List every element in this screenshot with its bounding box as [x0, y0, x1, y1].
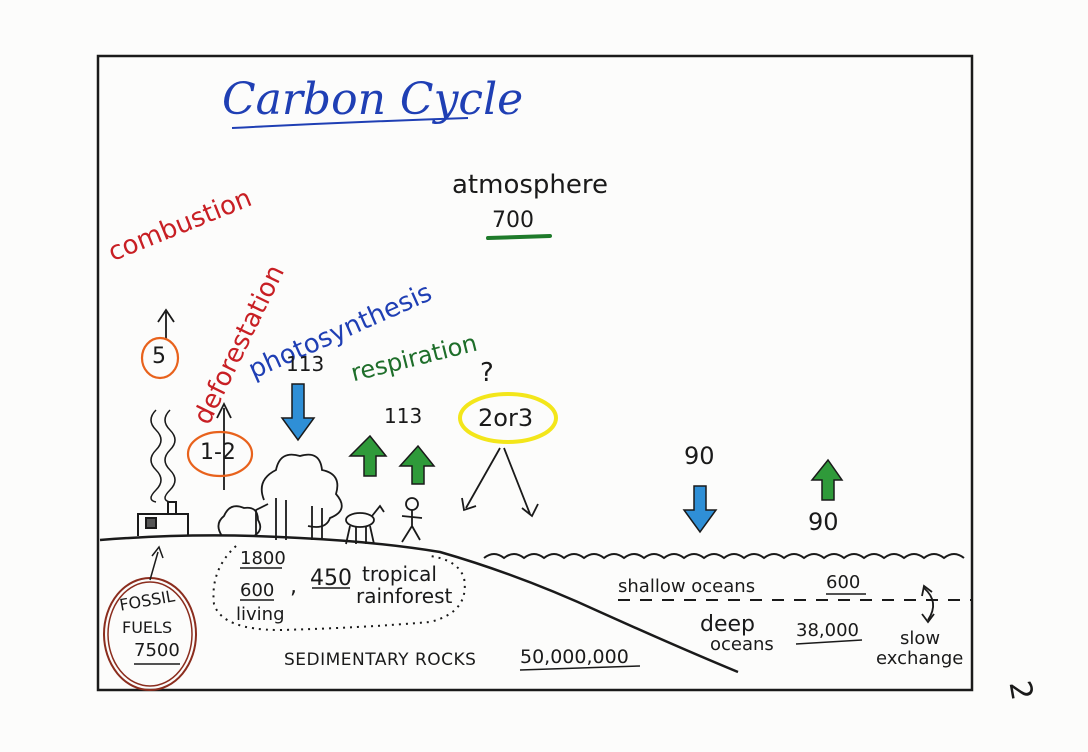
- fork-head-right: [521, 503, 539, 518]
- combustion-value: 5: [152, 344, 166, 369]
- fossil-arrow-head: [151, 545, 164, 559]
- slow-exchange-head-top: [921, 584, 933, 597]
- slow-exchange-label-2: exchange: [876, 648, 964, 669]
- ocean-exchange-value-circle: [458, 392, 558, 444]
- slow-exchange-label-1: slow: [900, 628, 941, 649]
- atmosphere-value: 700: [492, 208, 534, 233]
- underline-38000: [795, 639, 863, 645]
- unknown-flux-mark: ?: [480, 358, 494, 388]
- deep-oceans-label-2: oceans: [710, 634, 774, 655]
- person-icon: [401, 497, 423, 543]
- ocean-release-arrow: [810, 458, 844, 501]
- smoke-squiggle-1: [150, 409, 162, 503]
- fossil-fuels-circle-inner: [107, 581, 193, 687]
- ocean-exchange-fork: [465, 447, 531, 515]
- combustion-value-circle: [140, 336, 180, 380]
- smoke-squiggle-2: [164, 409, 176, 503]
- animal-icon: [345, 504, 385, 545]
- land-living-value: 600: [240, 580, 275, 601]
- rainforest-label-2: rainforest: [356, 584, 453, 608]
- land-total-value: 1800: [240, 548, 286, 569]
- ocean-surface: [483, 553, 965, 560]
- land-surface: [99, 534, 739, 674]
- rainforest-label-1: tropical: [362, 562, 437, 586]
- photosynthesis-arrow: [280, 383, 316, 442]
- sedimentary-rocks-value: 50,000,000: [520, 646, 629, 668]
- fossil-fuels-line-2: FUELS: [122, 618, 173, 637]
- factory-icon: [137, 501, 189, 536]
- atmosphere-label: atmosphere: [452, 170, 608, 200]
- land-separator: ,: [290, 574, 297, 599]
- ocean-release-value: 90: [808, 508, 839, 536]
- land-reservoir-boundary: [212, 545, 466, 632]
- title-underline: [231, 117, 469, 129]
- deep-oceans-value: 38,000: [796, 620, 859, 641]
- fossil-to-house-arrow: [149, 551, 159, 581]
- ocean-uptake-value: 90: [684, 442, 715, 470]
- shallow-oceans-value: 600: [826, 572, 861, 593]
- fork-head-left: [461, 497, 477, 512]
- tree-stump-icon: [217, 503, 269, 537]
- respiration-arrow-1: [348, 434, 388, 477]
- deforestation-value-circle: [186, 430, 254, 478]
- trees-icon: [260, 453, 343, 540]
- diagram-title: Carbon Cycle: [222, 74, 524, 125]
- deforestation-value: 1-2: [200, 440, 236, 465]
- land-living-label: living: [236, 604, 285, 625]
- sedimentary-rocks-label: SEDIMENTARY ROCKS: [284, 650, 477, 670]
- fossil-fuels-value: 7500: [134, 640, 180, 661]
- respiration-arrow-2: [398, 444, 436, 485]
- slow-exchange-head-bottom: [921, 613, 935, 624]
- photosynthesis-value: 113: [286, 352, 325, 376]
- combustion-arrow: [157, 308, 175, 340]
- shallow-oceans-label: shallow oceans: [618, 576, 756, 597]
- ocean-uptake-arrow: [682, 485, 718, 534]
- deep-oceans-label-1: deep: [700, 612, 755, 637]
- underline-50000000: [519, 665, 641, 671]
- respiration-value: 113: [384, 404, 423, 428]
- diagram-frame: [96, 54, 974, 692]
- atmosphere-underline: [486, 234, 552, 240]
- slow-exchange-arrow: [923, 587, 934, 621]
- ocean-exchange-value: 2or3: [478, 404, 534, 432]
- rainforest-value: 450: [310, 566, 352, 591]
